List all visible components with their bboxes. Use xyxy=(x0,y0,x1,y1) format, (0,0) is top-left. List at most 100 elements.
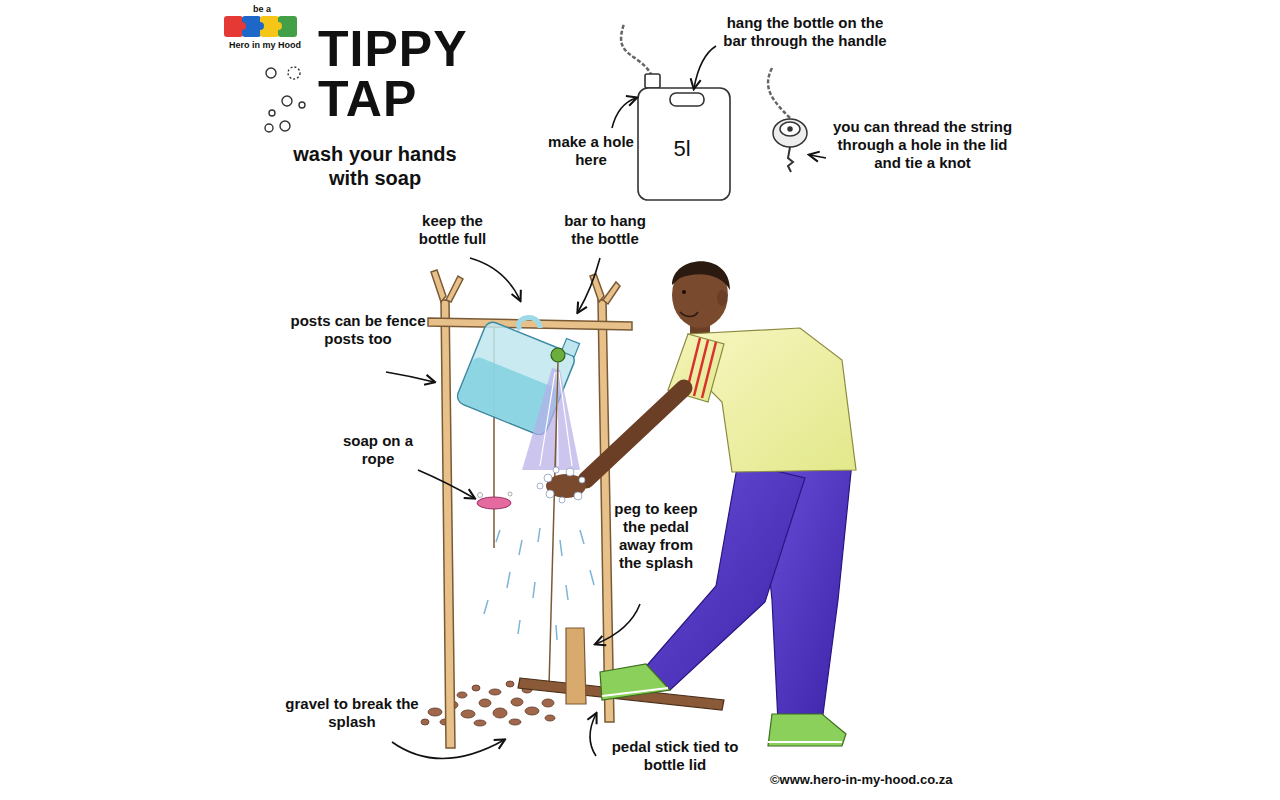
soap-bubbles xyxy=(265,67,305,132)
callout-label: bar to hang the bottle xyxy=(555,212,655,248)
water-stream xyxy=(580,530,584,544)
person xyxy=(544,474,552,482)
jerry-can-sketch xyxy=(638,88,730,200)
gravel xyxy=(511,698,523,706)
wooden-frame xyxy=(598,300,614,722)
water-stream xyxy=(507,572,510,588)
leader-arrows xyxy=(694,46,716,88)
gravel xyxy=(421,719,429,725)
water-bottle xyxy=(519,318,540,330)
person xyxy=(672,261,730,290)
callout-label: gravel to break the splash xyxy=(282,695,422,731)
person xyxy=(546,490,554,498)
wooden-frame xyxy=(441,300,455,748)
water-stream xyxy=(560,540,562,556)
water-stream xyxy=(496,530,500,542)
volume-mark: 5l xyxy=(660,136,704,162)
person xyxy=(602,688,668,696)
callout-label: make a hole here xyxy=(548,133,634,169)
gravel xyxy=(545,715,555,721)
person xyxy=(586,388,684,480)
soap-bubbles xyxy=(269,110,275,116)
person xyxy=(643,462,805,690)
water-stream xyxy=(484,600,488,614)
wooden-frame xyxy=(431,270,446,302)
person xyxy=(566,468,574,476)
water-stream xyxy=(533,582,535,598)
lid-sketch xyxy=(788,147,793,172)
person xyxy=(682,290,686,294)
water-stream xyxy=(484,368,594,640)
leader-arrows xyxy=(810,155,826,158)
leader-arrows xyxy=(578,258,600,312)
gravel xyxy=(461,710,475,718)
water-stream xyxy=(566,585,568,600)
callout-label: posts can be fence posts too xyxy=(288,312,428,348)
person xyxy=(768,714,846,746)
jerry-can-sketch xyxy=(670,93,704,106)
logo-text: be a xyxy=(244,4,280,15)
logo-puzzle xyxy=(238,22,246,30)
leader-arrows xyxy=(386,372,434,382)
leader-arrows xyxy=(596,604,640,644)
logo-puzzle xyxy=(274,22,282,30)
jerry-can-sketch xyxy=(645,74,660,88)
callout-label: keep the bottle full xyxy=(405,212,500,248)
person xyxy=(559,497,565,503)
gravel xyxy=(457,692,467,698)
callout-label: peg to keep the pedal away from the spla… xyxy=(610,500,702,572)
wooden-frame xyxy=(603,282,620,304)
soap-on-rope xyxy=(508,492,512,496)
callout-label: soap on a rope xyxy=(338,432,418,468)
wooden-frame xyxy=(446,276,463,302)
person xyxy=(768,741,842,743)
callout-label: pedal stick tied to bottle lid xyxy=(600,738,750,774)
wooden-frame xyxy=(590,274,604,302)
soap-on-rope xyxy=(478,493,483,498)
person xyxy=(574,492,582,500)
gravel xyxy=(489,689,501,695)
soap-on-rope xyxy=(477,497,511,509)
logo-puzzle xyxy=(224,16,297,37)
callout-label: you can thread the string through a hole… xyxy=(830,118,1015,172)
soap-bubbles xyxy=(280,121,290,131)
gravel xyxy=(493,708,507,718)
person xyxy=(680,312,698,317)
pedal-mechanism xyxy=(566,628,586,704)
water-stream xyxy=(590,570,594,585)
jerry-can-sketch xyxy=(621,24,652,76)
person xyxy=(717,290,727,306)
leader-arrows xyxy=(470,258,520,300)
wooden-frame xyxy=(428,318,632,330)
gravel xyxy=(479,699,491,707)
person xyxy=(600,664,670,700)
gravel xyxy=(542,699,554,707)
lid-sketch xyxy=(768,68,807,172)
callout-label: hang the bottle on the bar through the h… xyxy=(720,14,890,50)
leader-arrows xyxy=(590,714,596,756)
water-bottle xyxy=(551,348,565,362)
water-stream xyxy=(519,540,522,555)
leader-arrows xyxy=(418,470,474,498)
person xyxy=(537,261,856,746)
leader-arrows xyxy=(392,740,504,759)
lid-sketch xyxy=(780,122,800,136)
person xyxy=(579,477,585,483)
gravel xyxy=(472,685,480,691)
lid-sketch xyxy=(773,119,807,147)
soap-bubbles xyxy=(288,67,300,79)
lid-sketch xyxy=(788,127,792,131)
copyright: ©www.hero-in-my-hood.co.za xyxy=(770,772,1010,788)
soap-bubbles xyxy=(266,68,276,78)
water-stream xyxy=(556,625,557,640)
logo-text: Hero in my Hood xyxy=(218,40,312,51)
soap-bubbles xyxy=(282,96,292,106)
pedal-mechanism xyxy=(549,362,558,686)
gravel xyxy=(474,720,486,726)
title: TIPPY TAP xyxy=(318,24,467,124)
soap-bubbles xyxy=(265,124,273,132)
person xyxy=(537,483,543,489)
water-stream xyxy=(538,528,540,542)
